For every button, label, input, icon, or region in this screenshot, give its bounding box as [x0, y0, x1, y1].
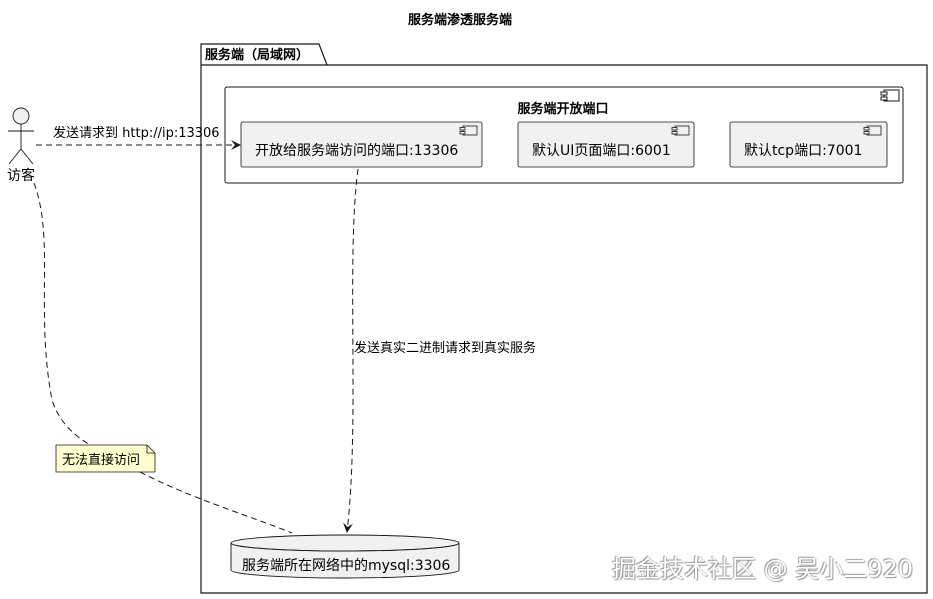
- component-port-7001: [729, 121, 888, 168]
- component-icon: [863, 125, 882, 136]
- arrow-forward-request: [343, 168, 359, 533]
- component-label-13306: 开放给服务端访问的端口:13306: [255, 143, 458, 159]
- actor-note-connector: [33, 182, 93, 447]
- watermark-text: 掘金技术社区 @ 吴小二920: [612, 555, 914, 583]
- note-database-connector: [139, 471, 293, 534]
- database-cylinder: [230, 534, 460, 579]
- actor-icon: [8, 107, 34, 165]
- package-label: 服务端（局域网）: [205, 47, 309, 63]
- arrow-visitor-request-label: 发送请求到 http://ip:13306: [53, 125, 220, 141]
- component-label-7001: 默认tcp端口:7001: [744, 143, 862, 159]
- component-icon: [459, 125, 478, 136]
- note-text: 无法直接访问: [62, 452, 140, 468]
- actor-label: 访客: [7, 167, 35, 184]
- component-label-6001: 默认UI页面端口:6001: [532, 143, 671, 159]
- port-group-frame: [224, 86, 904, 184]
- note-box: [55, 444, 156, 473]
- port-group-label: 服务端开放端口: [517, 101, 608, 117]
- component-port-13306: [240, 121, 483, 168]
- component-port-6001: [517, 121, 695, 168]
- component-icon: [671, 125, 690, 136]
- port-group-component-icon: [880, 89, 900, 102]
- diagram-title: 服务端渗透服务端: [408, 12, 512, 28]
- arrow-forward-request-label: 发送真实二进制请求到真实服务: [354, 340, 536, 356]
- database-label: 服务端所在网络中的mysql:3306: [242, 558, 450, 574]
- note-fold: [146, 445, 155, 454]
- package-frame: [200, 43, 928, 594]
